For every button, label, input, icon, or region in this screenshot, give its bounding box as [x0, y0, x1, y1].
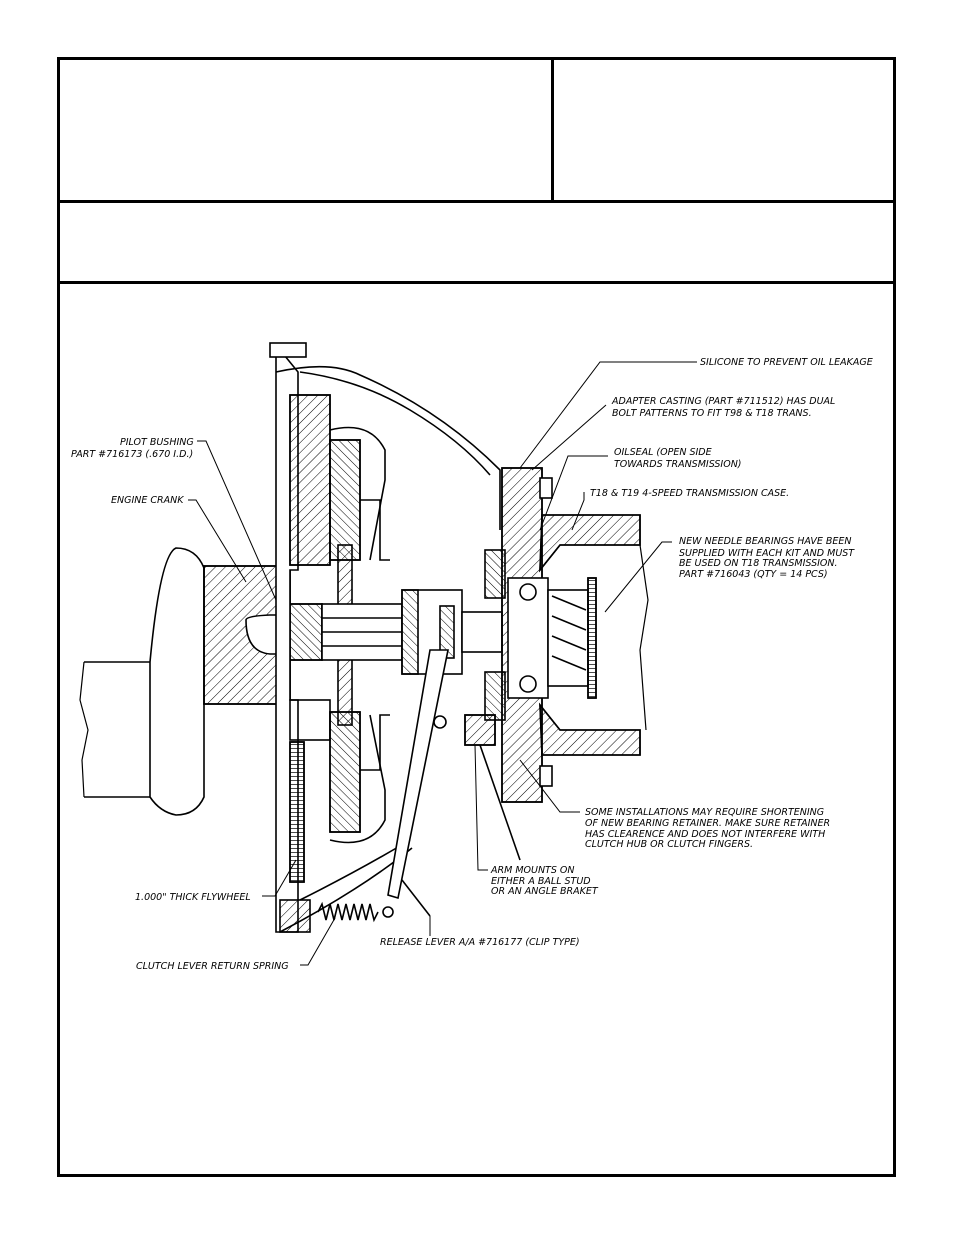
label-engine-crank: ENGINE CRANK: [111, 495, 184, 506]
label-adapter-line1: ADAPTER CASTING (PART #711512) HAS DUAL: [611, 396, 835, 407]
title-block: [60, 203, 893, 284]
label-return-spring: CLUTCH LEVER RETURN SPRING: [136, 961, 289, 972]
label-arm-line2: EITHER A BALL STUD: [491, 876, 591, 887]
label-arm-line3: OR AN ANGLE BRAKET: [491, 886, 599, 897]
label-needle-line1: NEW NEEDLE BEARINGS HAVE BEEN: [679, 536, 852, 547]
transmission-case: [539, 514, 649, 756]
header-left-block: [60, 60, 554, 203]
engine-crank: [79, 547, 291, 816]
header-right-block: [554, 60, 893, 203]
label-some-line3: HAS CLEARENCE AND DOES NOT INTERFERE WIT…: [585, 829, 825, 840]
label-flywheel: 1.000" THICK FLYWHEEL: [135, 892, 251, 903]
label-some-line2: OF NEW BEARING RETAINER. MAKE SURE RETAI…: [585, 818, 830, 829]
label-pilot-line2: PART #716173 (.670 I.D.): [71, 449, 193, 460]
label-needle-line3: BE USED ON T18 TRANSMISSION.: [679, 558, 838, 569]
label-oilseal-line2: TOWARDS TRANSMISSION): [614, 459, 742, 470]
label-release-lever: RELEASE LEVER A/A #716177 (CLIP TYPE): [380, 937, 580, 948]
label-needle-line2: SUPPLIED WITH EACH KIT AND MUST: [679, 548, 855, 559]
throwout-bearing: [401, 589, 455, 675]
drawing-frame: [57, 57, 896, 1177]
label-transmission-case: T18 & T19 4-SPEED TRANSMISSION CASE.: [590, 488, 789, 499]
pressure-plate: [329, 426, 390, 844]
label-needle-line4: PART #716043 (QTY = 14 PCS): [679, 569, 828, 580]
label-oilseal-line1: OILSEAL (OPEN SIDE: [614, 447, 712, 458]
label-some-line1: SOME INSTALLATIONS MAY REQUIRE SHORTENIN…: [585, 807, 824, 818]
release-lever: [387, 649, 449, 917]
label-adapter-line2: BOLT PATTERNS TO FIT T98 & T18 TRANS.: [612, 408, 812, 419]
leader-lines: [188, 361, 697, 966]
main-bearing: [507, 577, 597, 699]
label-arm-line1: ARM MOUNTS ON: [490, 865, 575, 876]
label-some-line4: CLUTCH HUB OR CLUTCH FINGERS.: [585, 839, 753, 850]
label-pilot-line1: PILOT BUSHING: [120, 437, 194, 448]
clutch-lever-return-spring: [279, 899, 394, 933]
label-silicone: SILICONE TO PREVENT OIL LEAKAGE: [700, 357, 873, 368]
arm-mount: [464, 714, 521, 861]
flywheel: [269, 342, 331, 933]
